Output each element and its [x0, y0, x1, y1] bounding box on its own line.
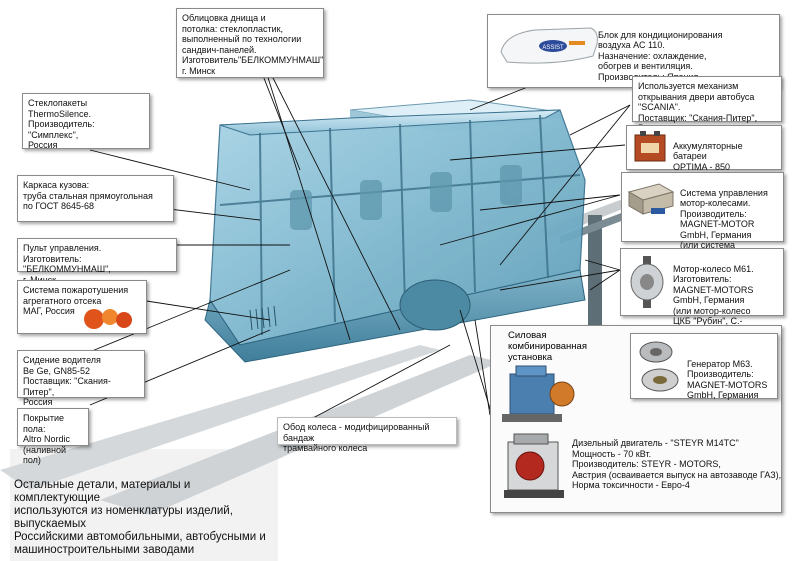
generator-picture — [639, 341, 679, 392]
bottom-note: Остальные детали, материалы и комплектую… — [10, 449, 278, 561]
powerplant-title: Силовая комбинированная установка — [508, 330, 587, 363]
callout-body-frame: Каркаса кузова: труба стальная прямоугол… — [17, 175, 174, 222]
callout-door-mechanism: Используется механизм открывания двери а… — [632, 76, 782, 133]
ac-unit-picture: ASSIST — [500, 27, 598, 64]
fire-suppression-picture — [84, 309, 132, 329]
diesel-engine-picture — [504, 433, 564, 498]
callout-hull-cladding: Облицовка днища и потолка: стеклопластик… — [176, 8, 324, 78]
callout-air-conditioner-text: Блок для кондиционирования воздуха АС 11… — [598, 29, 723, 82]
motor-wheel-picture — [630, 256, 664, 308]
callout-floor-covering: Покрытие пола: Altro Nordic (наливной по… — [17, 408, 89, 465]
battery-picture — [634, 131, 666, 162]
callout-fire-suppression: Система пожаротушения агрегатного отсека… — [17, 280, 147, 334]
callout-driver-seat: Сидение водителя Be Ge, GN85-52 Поставщи… — [17, 350, 145, 407]
callout-motor-control-system: Система управления мотор-колесами. Произ… — [621, 172, 784, 282]
callout-control-console: Пульт управления. Изготовитель: "БЕЛКОММ… — [17, 238, 177, 285]
vehicle-body — [204, 109, 586, 363]
callout-generator-text: Генератор М63. Производитель: MAGNET-MOT… — [687, 358, 768, 401]
powerplant-picture — [502, 365, 575, 422]
callout-glass-units: Стеклопакеты ThermoSilence. Производител… — [22, 93, 150, 150]
callout-diesel-engine: Дизельный двигатель - "STEYR M14TC" Мощн… — [572, 438, 782, 490]
callout-wheel-rim: Обод колеса - модифицированный бандаж тр… — [277, 417, 457, 453]
ac-unit-logo-text: ASSIST — [542, 45, 564, 51]
control-unit-picture — [627, 183, 675, 215]
